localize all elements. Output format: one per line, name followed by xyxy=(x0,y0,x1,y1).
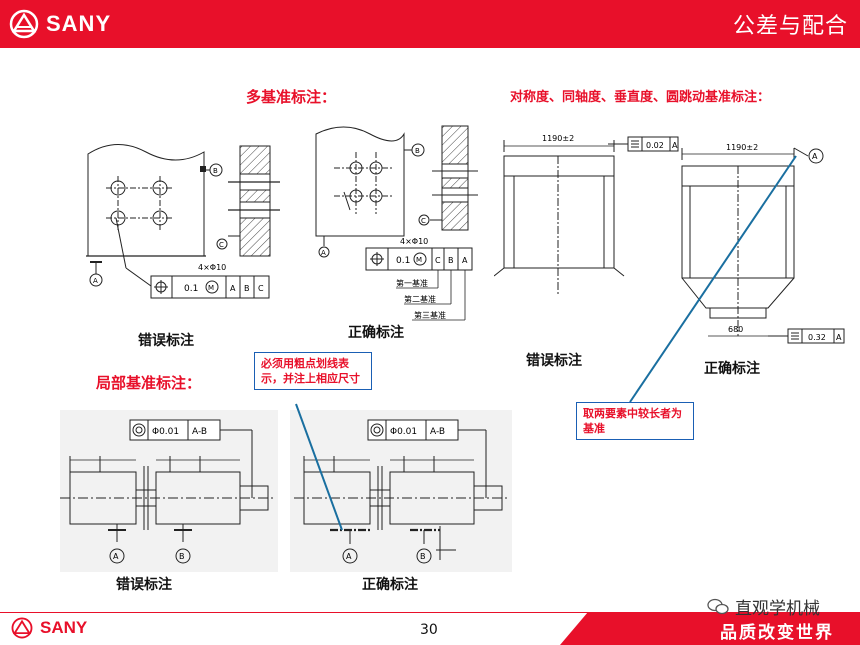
symmetry-wrong-drawing: 1190±2 0.02 A xyxy=(494,134,679,296)
caption-wrong-3: 错误标注 xyxy=(116,577,172,593)
symmetry-tolerance-2: 0.32 xyxy=(808,333,826,342)
hole-pattern xyxy=(106,176,172,230)
page-number: 30 xyxy=(420,622,438,638)
datum-b-label: B xyxy=(415,147,420,155)
fcf-datum-c: C xyxy=(258,284,264,293)
first-datum-label: 第一基准 xyxy=(396,278,428,288)
symmetry-correct-drawing: 1190±2 A 680 0.32 A xyxy=(681,143,845,344)
footer-logo: SANY xyxy=(10,617,87,639)
fcf-datum-a: A xyxy=(672,141,678,150)
coaxiality-tolerance: Φ0.01 xyxy=(390,427,417,437)
datum-b-label: B xyxy=(420,552,426,561)
page-title: 公差与配合 xyxy=(732,14,848,39)
footer-brand: SANY xyxy=(40,618,88,637)
section-symmetry: 对称度、同轴度、垂直度、圆跳动基准标注： xyxy=(510,90,771,105)
sany-logo-icon xyxy=(9,9,39,39)
mmc-symbol: M xyxy=(416,256,422,264)
datum-a-label: A xyxy=(346,552,352,561)
note-longer-datum: 取两要素中较长者为基准 xyxy=(576,402,694,440)
datum-a-label: A xyxy=(812,152,818,161)
mmc-symbol: M xyxy=(208,284,214,292)
datum-c-label: C xyxy=(421,217,426,225)
datum-ab: A-B xyxy=(192,427,207,437)
watermark: 直观学机械 xyxy=(707,594,820,619)
footer-slogan: 品质改变世界 xyxy=(720,623,834,643)
datum-b-label: B xyxy=(179,552,185,561)
sany-logo-icon xyxy=(11,617,33,639)
fcf-datum-b: B xyxy=(244,284,250,293)
datum-c-label: C xyxy=(219,241,224,249)
watermark-text: 直观学机械 xyxy=(735,599,820,619)
datum-a-label: A xyxy=(113,552,119,561)
section-multi-datum: 多基准标注： xyxy=(246,88,337,106)
datum-a-label: A xyxy=(93,277,98,285)
second-datum-label: 第二基准 xyxy=(404,294,436,304)
fcf-datum-a: A xyxy=(836,333,842,342)
fcf-datum-a: A xyxy=(230,284,236,293)
dim-680: 680 xyxy=(728,325,743,334)
caption-wrong-2: 错误标注 xyxy=(526,353,582,369)
fcf-datum-c: C xyxy=(435,256,441,265)
hole-spec: 4×Φ10 xyxy=(198,263,226,272)
local-datum-correct-drawing: Φ0.01 A-B A B xyxy=(294,419,510,564)
leader-lines xyxy=(295,155,797,531)
section-local-datum: 局部基准标注： xyxy=(96,374,202,392)
caption-correct-3: 正确标注 xyxy=(362,577,418,593)
datum-b-label: B xyxy=(213,167,218,175)
header-bar xyxy=(0,0,860,48)
caption-wrong-1: 错误标注 xyxy=(138,333,194,349)
caption-correct-1: 正确标注 xyxy=(348,325,404,341)
coaxiality-tolerance: Φ0.01 xyxy=(152,427,179,437)
datum-a-label: A xyxy=(321,249,326,257)
multi-datum-wrong-drawing: B A 4×Φ10 0.1 M A B C xyxy=(86,143,270,299)
dim-1190: 1190±2 xyxy=(726,143,758,152)
fcf-datum-a: A xyxy=(462,256,468,265)
datum-ab: A-B xyxy=(430,427,445,437)
third-datum-label: 第三基准 xyxy=(414,310,446,320)
position-tolerance: 0.1 xyxy=(184,284,198,294)
dim-1190: 1190±2 xyxy=(542,134,574,143)
caption-correct-2: 正确标注 xyxy=(704,361,760,377)
wechat-icon xyxy=(707,598,729,614)
multi-datum-wrong-side-view: C xyxy=(216,145,280,257)
position-tolerance: 0.1 xyxy=(396,256,410,266)
multi-datum-correct-side-view: C xyxy=(418,125,478,231)
note-thick-line: 必须用粗点划线表示，并注上相应尺寸 xyxy=(254,352,372,390)
multi-datum-correct-drawing: B A 4×Φ10 0.1 M C B A 第一基准 第二基准 第三基准 xyxy=(315,126,473,321)
brand-name: SANY xyxy=(46,11,112,36)
brand-logo: SANY xyxy=(8,9,111,39)
footer-red-band xyxy=(560,612,860,645)
fcf-datum-b: B xyxy=(448,256,454,265)
symmetry-tolerance: 0.02 xyxy=(646,141,664,150)
local-datum-wrong-drawing: Φ0.01 A-B A B xyxy=(60,419,276,564)
footer-divider xyxy=(0,612,860,613)
hole-spec: 4×Φ10 xyxy=(400,237,428,246)
